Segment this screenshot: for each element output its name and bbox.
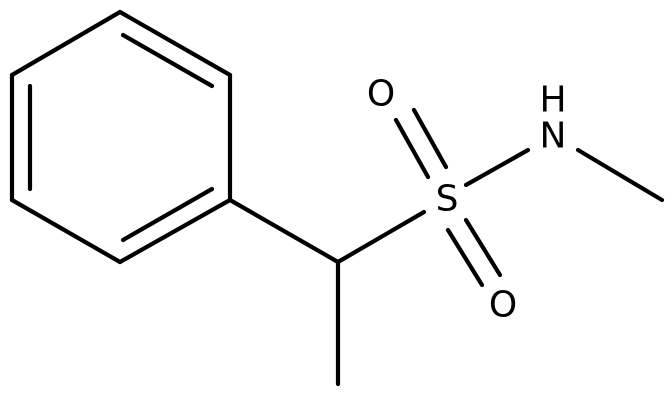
oxygen-bottom-label: O xyxy=(489,285,517,326)
sulfur-oxygen-top-bond-b xyxy=(411,107,449,170)
ring-bond-4 xyxy=(9,197,123,265)
sulfur-oxygen-top-bond-a xyxy=(393,117,431,180)
ring-bond-1 xyxy=(117,9,233,78)
sulfur-oxygen-bottom-bond-b xyxy=(463,217,503,278)
sulfur-oxygen-bottom-bond-a xyxy=(445,227,485,288)
hydrogen-label: H xyxy=(539,80,566,121)
ring-to-ch-bond xyxy=(227,197,341,265)
nitrogen-label: N xyxy=(540,116,567,157)
ring-inner-bond-2 xyxy=(120,186,215,243)
ring-bond-3 xyxy=(117,197,233,265)
ring-bond-6 xyxy=(9,9,123,78)
ch-to-sulfur-bond xyxy=(335,209,427,265)
sulfur-nitrogen-bond xyxy=(463,147,531,188)
benzene-ring xyxy=(9,9,233,265)
oxygen-top-label: O xyxy=(367,74,395,115)
nitrogen-methyl-bond xyxy=(575,147,665,203)
sulfur-label: S xyxy=(436,179,459,220)
ring-inner-bond-1 xyxy=(120,32,215,89)
